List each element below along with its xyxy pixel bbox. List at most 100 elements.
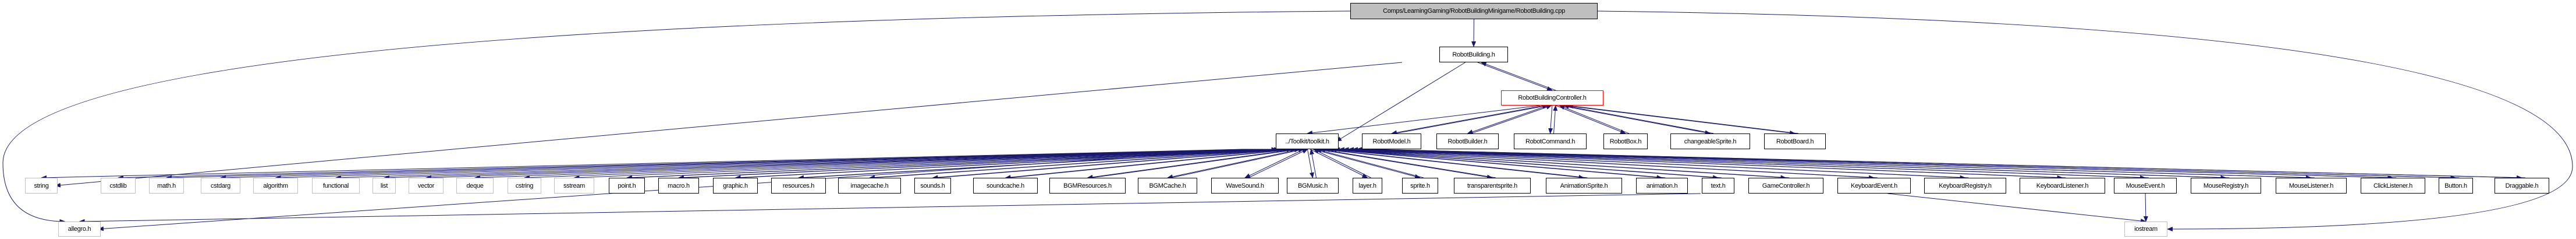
edge-mlist-to-toolkit xyxy=(1360,147,2315,178)
node-text[interactable]: text.h xyxy=(1702,178,1734,194)
node-algorithm: algorithm xyxy=(253,178,298,194)
node-sstream: sstream xyxy=(554,178,594,194)
edge-toolkit-to-bgmusic xyxy=(1307,149,1314,178)
node-point[interactable]: point.h xyxy=(609,178,645,194)
edge-toolkit-to-animation xyxy=(1325,149,1663,180)
node-macro[interactable]: macro.h xyxy=(658,178,699,194)
node-rmodel[interactable]: RobotModel.h xyxy=(1362,133,1421,149)
node-csprite[interactable]: changeableSprite.h xyxy=(1670,133,1750,149)
edge-sprite-to-toolkit xyxy=(1315,148,1424,178)
node-list: list xyxy=(372,178,396,194)
edge-toolkit-to-layer xyxy=(1310,149,1368,178)
node-bgmcache[interactable]: BGMCache.h xyxy=(1138,178,1197,194)
edge-rbc-to-toolkit xyxy=(1307,105,1541,135)
node-animation[interactable]: animation.h xyxy=(1636,178,1688,194)
node-mlist[interactable]: MouseListener.h xyxy=(2276,178,2347,194)
node-sounds[interactable]: sounds.h xyxy=(914,178,951,194)
node-rbox[interactable]: RobotBox.h xyxy=(1603,133,1648,149)
edge-text-to-toolkit xyxy=(1330,147,1722,178)
edge-toolkit-to-cstring xyxy=(524,149,1268,180)
edge-click-to-toolkit xyxy=(1364,147,2397,178)
node-string: string xyxy=(25,178,58,194)
node-rbh[interactable]: RobotBuilding.h xyxy=(1439,47,1508,62)
node-rbc[interactable]: RobotBuildingController.h xyxy=(1501,90,1603,106)
edge-toolkit-to-math xyxy=(166,149,1251,180)
edge-kreg-to-toolkit xyxy=(1343,147,1969,178)
node-graphic[interactable]: graphic.h xyxy=(713,178,758,194)
edge-rbc-to-rcmd xyxy=(1548,105,1553,134)
edge-rbc-to-rbuilder xyxy=(1467,105,1548,134)
edge-gamectl-to-toolkit xyxy=(1334,147,1790,178)
node-resources[interactable]: resources.h xyxy=(771,178,826,194)
node-sprite[interactable]: sprite.h xyxy=(1402,178,1438,194)
edge-gamectl-to-allegro xyxy=(79,193,1701,224)
node-imagecache[interactable]: imagecache.h xyxy=(838,178,901,194)
edge-point-to-toolkit xyxy=(630,147,1278,178)
edge-resources-to-toolkit xyxy=(801,147,1286,178)
node-math: math.h xyxy=(149,178,184,194)
node-functional: functional xyxy=(312,178,360,194)
edge-rbuilder-to-rbc xyxy=(1471,105,1552,134)
node-kevent[interactable]: KeyboardEvent.h xyxy=(1837,178,1911,194)
node-cpp: Comps/LearningGaming/RobotBuildingMiniga… xyxy=(1350,3,1598,19)
edge-toolkit-to-cstdarg xyxy=(220,149,1253,180)
node-klist[interactable]: KeyboardListener.h xyxy=(2020,178,2105,194)
edge-csprite-to-rbc xyxy=(1563,104,1714,134)
node-bgmusic[interactable]: BGMusic.h xyxy=(1287,178,1339,194)
edge-asprite-to-toolkit xyxy=(1324,147,1588,178)
edge-rboard-to-rbc xyxy=(1567,104,1799,134)
node-vector: vector xyxy=(409,178,443,194)
edge-toolkit-to-list xyxy=(384,149,1261,180)
node-kreg[interactable]: KeyboardRegistry.h xyxy=(1924,178,2006,194)
edge-wavesound-to-toolkit xyxy=(1248,149,1308,178)
edge-toolkit-to-functional xyxy=(335,149,1259,180)
node-button[interactable]: Button.h xyxy=(2439,178,2473,194)
node-toolkit[interactable]: ../Toolkit/toolkit.h xyxy=(1276,133,1339,149)
node-mevent[interactable]: MouseEvent.h xyxy=(2114,178,2177,194)
edge-drag-to-toolkit xyxy=(1371,147,2526,178)
edge-macro-to-toolkit xyxy=(682,147,1280,178)
edge-bgmcache-to-toolkit xyxy=(1170,147,1304,178)
node-tsprite[interactable]: transparentsprite.h xyxy=(1454,178,1531,194)
node-mreg[interactable]: MouseRegistry.h xyxy=(2191,178,2261,194)
edge-rbc-to-rbox xyxy=(1556,105,1626,134)
node-cstdarg: cstdarg xyxy=(201,178,240,194)
edge-graphic-to-toolkit xyxy=(739,147,1283,178)
node-gamectl[interactable]: GameController.h xyxy=(1748,178,1823,194)
node-layer[interactable]: layer.h xyxy=(1353,178,1382,194)
edge-rmodel-to-rbc xyxy=(1395,104,1549,134)
edge-toolkit-to-soundcache xyxy=(1005,149,1293,180)
edge-rbh-to-string xyxy=(55,62,1402,188)
edge-cpp-to-iostream xyxy=(1597,10,2573,231)
node-allegro: allegro.h xyxy=(58,222,101,237)
node-click[interactable]: ClickListener.h xyxy=(2361,178,2425,194)
edge-toolkit-to-bgmcache xyxy=(1167,149,1301,180)
edge-rbc-to-rmodel xyxy=(1391,105,1545,135)
node-wavesound[interactable]: WaveSound.h xyxy=(1211,178,1279,194)
node-rcmd[interactable]: RobotCommand.h xyxy=(1514,133,1587,149)
edge-layer-to-toolkit xyxy=(1313,149,1371,178)
node-rboard[interactable]: RobotBoard.h xyxy=(1764,133,1826,149)
edge-animation-to-toolkit xyxy=(1328,147,1666,178)
edge-klist-to-toolkit xyxy=(1347,147,2066,178)
edge-rbc-to-csprite xyxy=(1560,105,1711,135)
node-drag[interactable]: Draggable.h xyxy=(2495,178,2549,194)
edge-toolkit-to-bgmres xyxy=(1087,149,1297,180)
node-cstring: cstring xyxy=(508,178,541,194)
edge-bgmres-to-toolkit xyxy=(1091,147,1301,178)
edge-kevent-to-iostream xyxy=(1887,193,2146,224)
edge-sounds-to-toolkit xyxy=(936,147,1293,178)
edge-toolkit-to-asprite xyxy=(1321,149,1585,180)
edge-toolkit-to-sstream xyxy=(573,149,1271,180)
node-soundcache[interactable]: soundcache.h xyxy=(973,178,1038,194)
edge-rbc-to-rbh xyxy=(1480,62,1556,91)
node-rbuilder[interactable]: RobotBuilder.h xyxy=(1436,133,1499,149)
node-asprite[interactable]: AnimationSprite.h xyxy=(1546,178,1622,194)
node-bgmres[interactable]: BGMResources.h xyxy=(1049,178,1126,194)
edge-rbc-to-rboard xyxy=(1564,105,1796,135)
edge-toolkit-to-wavesound xyxy=(1244,149,1304,178)
edge-rbh-to-toolkit xyxy=(1336,62,1466,142)
node-deque: deque xyxy=(456,178,494,194)
edge-rcmd-to-rbc xyxy=(1553,105,1558,134)
